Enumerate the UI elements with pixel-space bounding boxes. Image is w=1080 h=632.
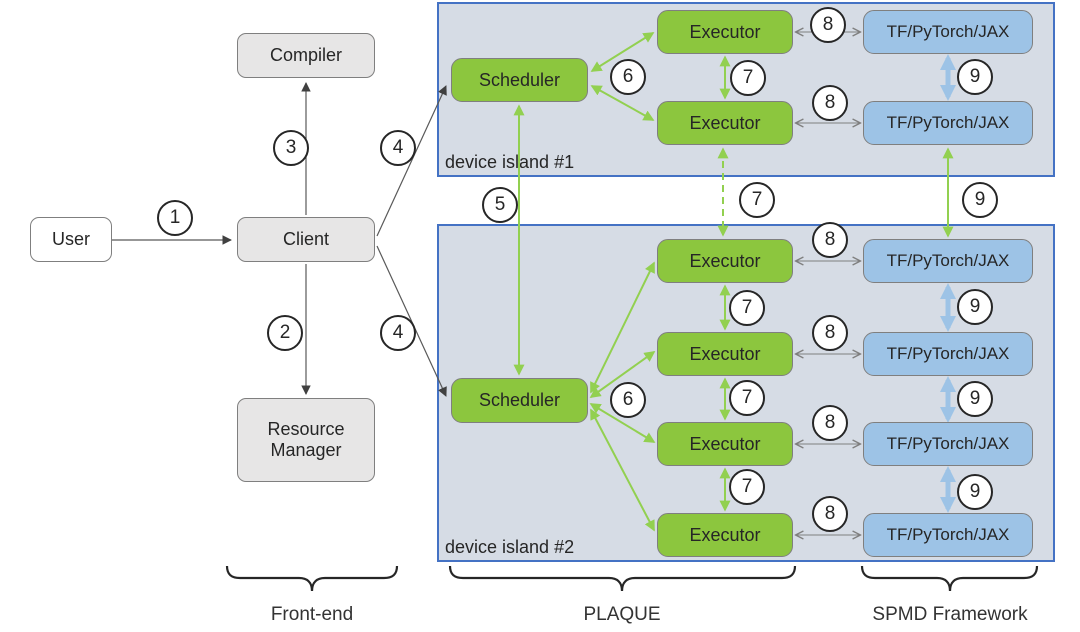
framework-island2-2-label: TF/PyTorch/JAX bbox=[886, 344, 1010, 364]
framework-node-island2-4: TF/PyTorch/JAX bbox=[863, 513, 1033, 557]
executor-island2-4-label: Executor bbox=[689, 524, 761, 545]
scheduler-node-island2: Scheduler bbox=[451, 378, 588, 423]
user-node: User bbox=[30, 217, 112, 262]
framework-node-island1-2: TF/PyTorch/JAX bbox=[863, 101, 1033, 145]
step-badge-1: 1 bbox=[157, 200, 193, 236]
executor-island2-1-label: Executor bbox=[689, 250, 761, 271]
resource-manager-node-label: Resource Manager bbox=[267, 419, 345, 460]
step-badge-7-cross: 7 bbox=[739, 182, 775, 218]
framework-node-island1-1: TF/PyTorch/JAX bbox=[863, 10, 1033, 54]
step-badge-9-island2-1: 9 bbox=[957, 289, 993, 325]
framework-node-island2-1: TF/PyTorch/JAX bbox=[863, 239, 1033, 283]
client-node: Client bbox=[237, 217, 375, 262]
resource-manager-node: Resource Manager bbox=[237, 398, 375, 482]
brace-spmd bbox=[860, 565, 1039, 592]
step-badge-5: 5 bbox=[482, 187, 518, 223]
arrow-client-to-scheduler-island1 bbox=[376, 85, 447, 237]
frontend-group-label: Front-end bbox=[270, 604, 354, 625]
executor-node-island2-3: Executor bbox=[657, 422, 793, 466]
client-node-label: Client bbox=[282, 229, 330, 250]
step-badge-3: 3 bbox=[273, 130, 309, 166]
arrow-scheduler2-executor2 bbox=[589, 351, 656, 398]
framework-island2-1-label: TF/PyTorch/JAX bbox=[886, 251, 1010, 271]
executor-island1-1-label: Executor bbox=[689, 21, 761, 42]
step-badge-8-island2-3: 8 bbox=[812, 405, 848, 441]
brace-frontend bbox=[225, 565, 399, 592]
step-badge-2: 2 bbox=[267, 315, 303, 351]
step-badge-7-island2-1: 7 bbox=[729, 290, 765, 326]
arrow-scheduler1-executor1 bbox=[590, 32, 655, 72]
step-badge-4-top: 4 bbox=[380, 130, 416, 166]
executor-node-island1-1: Executor bbox=[657, 10, 793, 54]
scheduler-island2-label: Scheduler bbox=[478, 390, 561, 411]
step-badge-4-bottom: 4 bbox=[380, 315, 416, 351]
arrow-scheduler1-executor2 bbox=[590, 85, 655, 121]
framework-node-island2-2: TF/PyTorch/JAX bbox=[863, 332, 1033, 376]
user-node-label: User bbox=[51, 229, 90, 250]
framework-island1-1-label: TF/PyTorch/JAX bbox=[886, 22, 1010, 42]
step-badge-6-island1: 6 bbox=[610, 59, 646, 95]
framework-island1-2-label: TF/PyTorch/JAX bbox=[886, 113, 1010, 133]
framework-node-island2-3: TF/PyTorch/JAX bbox=[863, 422, 1033, 466]
framework-island2-4-label: TF/PyTorch/JAX bbox=[886, 525, 1010, 545]
executor-node-island2-1: Executor bbox=[657, 239, 793, 283]
step-badge-7-island2-3: 7 bbox=[729, 469, 765, 505]
plaque-group-label: PLAQUE bbox=[583, 604, 661, 625]
compiler-node: Compiler bbox=[237, 33, 375, 78]
executor-node-island1-2: Executor bbox=[657, 101, 793, 145]
executor-island2-2-label: Executor bbox=[689, 343, 761, 364]
scheduler-island1-label: Scheduler bbox=[478, 69, 561, 90]
executor-node-island2-2: Executor bbox=[657, 332, 793, 376]
step-badge-8-island1-1: 8 bbox=[810, 7, 846, 43]
spmd-group-label: SPMD Framework bbox=[872, 604, 1028, 625]
step-badge-9-island1: 9 bbox=[957, 59, 993, 95]
step-badge-8-island2-1: 8 bbox=[812, 222, 848, 258]
step-badge-9-island2-3: 9 bbox=[957, 474, 993, 510]
executor-island1-2-label: Executor bbox=[689, 112, 761, 133]
framework-island2-3-label: TF/PyTorch/JAX bbox=[886, 434, 1010, 454]
device-island-2-label: device island #2 bbox=[445, 537, 575, 557]
step-badge-6-island2: 6 bbox=[610, 382, 646, 418]
step-badge-9-cross: 9 bbox=[962, 182, 998, 218]
device-island-1-label: device island #1 bbox=[445, 152, 575, 172]
executor-island2-3-label: Executor bbox=[689, 433, 761, 454]
step-badge-8-island2-4: 8 bbox=[812, 496, 848, 532]
step-badge-8-island1-2: 8 bbox=[812, 85, 848, 121]
step-badge-8-island2-2: 8 bbox=[812, 315, 848, 351]
arrow-scheduler2-executor1 bbox=[590, 261, 655, 394]
arrow-scheduler2-executor4 bbox=[590, 408, 655, 532]
step-badge-9-island2-2: 9 bbox=[957, 381, 993, 417]
scheduler-node-island1: Scheduler bbox=[451, 58, 588, 102]
step-badge-7-island1: 7 bbox=[730, 60, 766, 96]
executor-node-island2-4: Executor bbox=[657, 513, 793, 557]
brace-plaque bbox=[448, 565, 797, 592]
compiler-node-label: Compiler bbox=[269, 45, 343, 66]
step-badge-7-island2-2: 7 bbox=[729, 380, 765, 416]
